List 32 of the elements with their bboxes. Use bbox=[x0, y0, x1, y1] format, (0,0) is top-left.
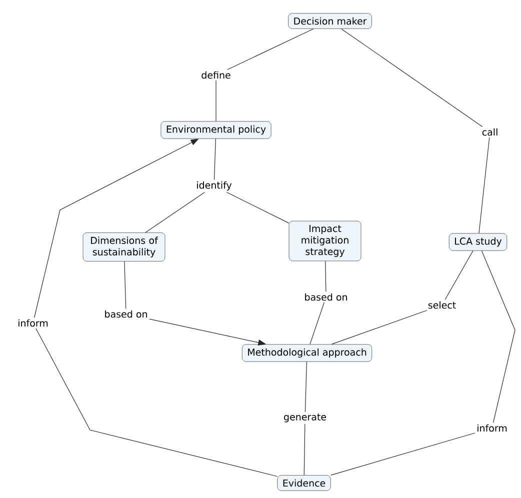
concept-box: Methodological approach bbox=[242, 344, 372, 362]
connector bbox=[304, 424, 306, 476]
connector bbox=[331, 310, 428, 344]
connector bbox=[481, 250, 516, 423]
concept-box: Evidence bbox=[277, 475, 331, 491]
connector bbox=[330, 432, 476, 476]
linking-phrase: select bbox=[426, 300, 458, 310]
linking-phrase: based on bbox=[302, 292, 350, 302]
concept-box: Dimensions of sustainability bbox=[82, 232, 166, 262]
concept-box: LCA study bbox=[448, 233, 508, 251]
connector bbox=[145, 192, 206, 233]
connector bbox=[478, 137, 490, 234]
concept-box: Impact mitigation strategy bbox=[288, 220, 362, 262]
linking-phrase: based on bbox=[102, 308, 150, 320]
connector bbox=[304, 362, 308, 412]
linking-phrase: inform bbox=[16, 318, 50, 328]
connector bbox=[214, 138, 216, 180]
connector bbox=[310, 302, 324, 344]
linking-phrase: generate bbox=[282, 412, 328, 424]
connector bbox=[325, 260, 326, 292]
linking-phrase: call bbox=[480, 126, 500, 138]
connector bbox=[124, 261, 126, 309]
connector bbox=[36, 328, 278, 477]
connector bbox=[341, 28, 483, 127]
concept-box: Decision maker bbox=[288, 13, 372, 29]
connector bbox=[227, 28, 314, 70]
linking-phrase: identify bbox=[194, 180, 234, 192]
linking-phrase: define bbox=[200, 70, 232, 80]
connector bbox=[444, 250, 474, 300]
concept-box: Environmental policy bbox=[160, 121, 272, 139]
connector bbox=[226, 192, 290, 224]
linking-phrase: inform bbox=[475, 422, 509, 434]
